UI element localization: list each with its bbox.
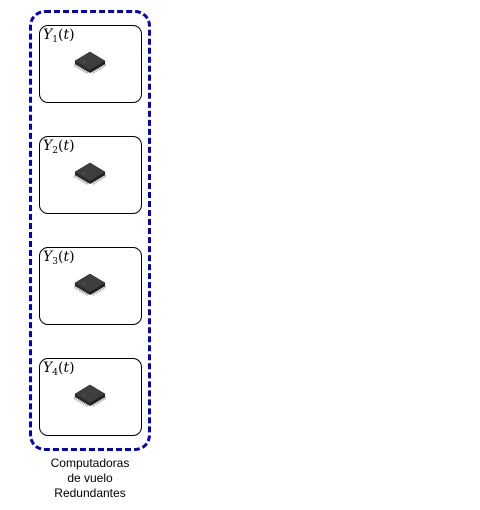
chip-side-left <box>75 61 90 73</box>
redundant-computers-group <box>29 10 151 451</box>
caption-line: Redundantes <box>54 486 126 500</box>
unit-label: Y3(t) <box>43 249 75 267</box>
chip-top <box>74 273 106 293</box>
caption-line: de vuelo <box>67 471 113 485</box>
flight-computer-4: Y4(t) <box>39 358 142 436</box>
flight-computer-2: Y2(t) <box>39 136 142 214</box>
chip-dot <box>82 283 86 285</box>
chip-side-left <box>75 172 90 184</box>
chip-side-right <box>90 61 105 73</box>
chip-dot <box>82 172 86 174</box>
chip-top <box>74 51 106 71</box>
microchip-icon <box>73 162 107 185</box>
caption-line: Computadoras <box>50 456 130 470</box>
chip-dot <box>82 61 86 63</box>
flight-computer-1: Y1(t) <box>39 25 142 103</box>
chip-side-right <box>90 172 105 184</box>
chip-dot <box>82 394 86 396</box>
group-caption: Computadoras de vuelo Redundantes <box>30 456 150 501</box>
chip-top <box>74 384 106 404</box>
microchip-icon <box>73 273 107 296</box>
chip-side-left <box>75 283 90 295</box>
chip-side-left <box>75 394 90 406</box>
unit-label: Y2(t) <box>43 138 75 156</box>
microchip-icon <box>73 384 107 407</box>
chip-side-right <box>90 394 105 406</box>
chip-side-right <box>90 283 105 295</box>
flight-computer-3: Y3(t) <box>39 247 142 325</box>
chip-top <box>74 162 106 182</box>
microchip-icon <box>73 51 107 74</box>
unit-label: Y4(t) <box>43 360 75 378</box>
unit-label: Y1(t) <box>43 27 75 45</box>
